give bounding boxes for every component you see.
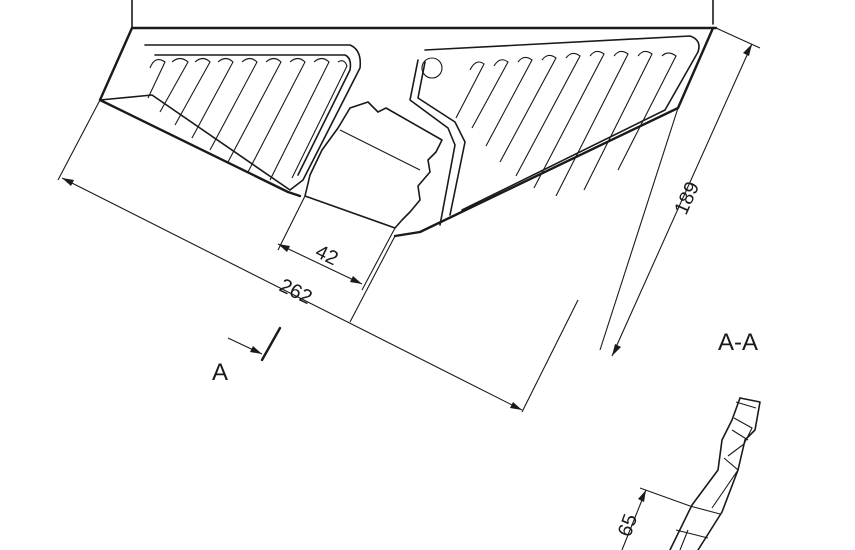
dim-label-42: 42: [312, 241, 342, 271]
dimension-42: [277, 195, 396, 291]
dim-label-65: 65: [614, 511, 642, 539]
section-arrow: [227, 326, 282, 362]
dimension-65: [621, 487, 691, 550]
dim-label-262: 262: [276, 275, 316, 309]
left-panel: [98, 26, 362, 198]
section-view: [669, 397, 761, 550]
dimension-189: [599, 27, 761, 357]
dim-label-189: 189: [670, 179, 704, 218]
center-block: [304, 101, 443, 229]
upper-frame: [130, 0, 718, 30]
section-title: A-A: [718, 329, 758, 356]
right-panel: [393, 26, 715, 238]
section-marker-label: A: [212, 359, 228, 386]
dimension-262: [57, 99, 579, 413]
